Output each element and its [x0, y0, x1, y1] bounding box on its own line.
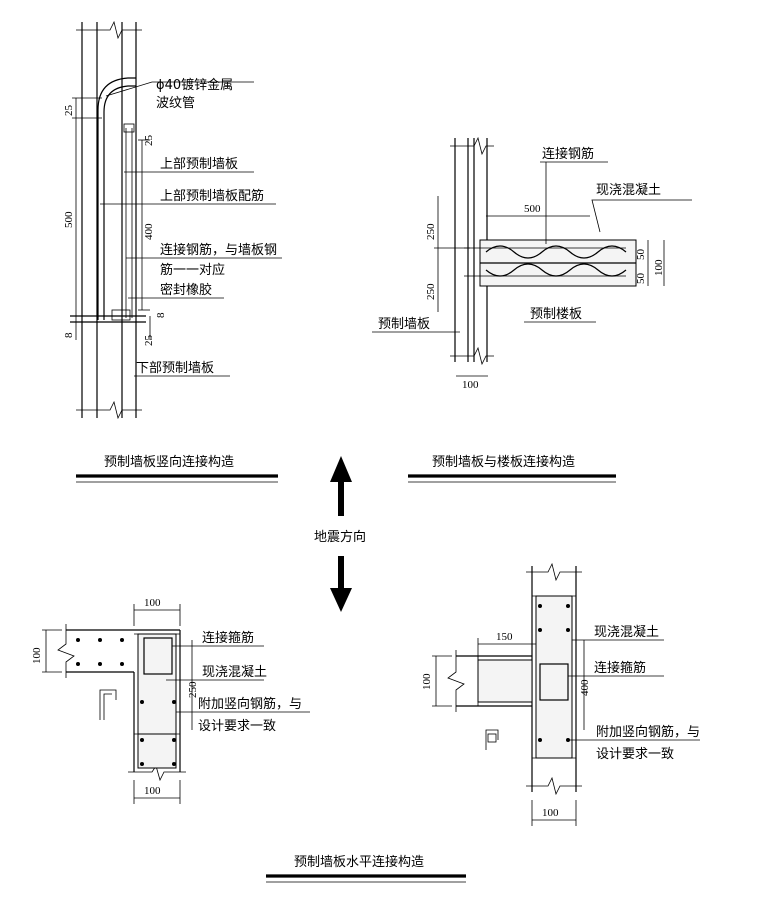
dim-8-b: 8 — [155, 312, 167, 318]
vertical-connection-detail — [70, 20, 282, 420]
left-extra-rebar-line1: 附加竖向钢筋，与 — [198, 696, 302, 712]
dim-25-a: 25 — [63, 105, 75, 117]
right-cast-concrete-label: 现浇混凝土 — [594, 624, 659, 640]
right-dim-100-bottom: 100 — [542, 807, 559, 819]
right-dim-400: 400 — [579, 679, 591, 696]
duct-label-line1: ϕ40镀锌金属 — [156, 77, 233, 93]
left-dim-100-left: 100 — [31, 647, 43, 664]
dim-8-a: 8 — [63, 332, 75, 338]
t-junction-connection-detail — [432, 562, 700, 826]
precast-wall-label: 预制墙板 — [378, 317, 430, 332]
dim-250-b: 250 — [425, 283, 437, 300]
vertical-connection-title: 预制墙板竖向连接构造 — [104, 454, 234, 470]
upper-panel-label: 上部预制墙板 — [160, 157, 238, 172]
dim-50-b: 50 — [635, 273, 647, 285]
dim-400: 400 — [143, 223, 155, 240]
dim-25-b: 25 — [143, 135, 155, 147]
seismic-arrow-icon — [330, 456, 352, 612]
right-extra-rebar-line2: 设计要求一致 — [596, 747, 674, 762]
dim-250-a: 250 — [425, 223, 437, 240]
cast-concrete-label: 现浇混凝土 — [596, 182, 661, 198]
right-stirrup-label: 连接箍筋 — [594, 660, 646, 676]
duct-label-line2: 波纹管 — [156, 96, 195, 111]
left-dim-100-top: 100 — [144, 597, 161, 609]
left-dim-100-bottom: 100 — [144, 785, 161, 797]
dim-25-c: 25 — [143, 335, 155, 347]
dim-500: 500 — [63, 211, 75, 228]
seismic-direction-label: 地震方向 — [314, 529, 366, 545]
conn-rebar-label-line1: 连接钢筋，与墙板钢 — [160, 242, 277, 258]
l-corner-connection-detail — [42, 604, 310, 804]
left-cast-concrete-label: 现浇混凝土 — [202, 664, 267, 680]
dim-500-slab: 500 — [524, 203, 541, 215]
right-extra-rebar-line1: 附加竖向钢筋，与 — [596, 724, 700, 740]
dim-100-wall: 100 — [462, 379, 479, 391]
upper-rebar-label: 上部预制墙板配筋 — [160, 188, 264, 204]
left-stirrup-label: 连接箍筋 — [202, 630, 254, 646]
dim-50-a: 50 — [635, 249, 647, 261]
wall-slab-connection-detail — [372, 136, 692, 377]
precast-slab-label: 预制楼板 — [530, 307, 582, 322]
dim-100-slab: 100 — [653, 259, 665, 276]
lower-panel-label: 下部预制墙板 — [136, 361, 214, 376]
right-dim-150: 150 — [496, 631, 513, 643]
right-dim-100-left: 100 — [421, 673, 433, 690]
horizontal-connection-title: 预制墙板水平连接构造 — [294, 854, 424, 870]
seal-label: 密封橡胶 — [160, 282, 212, 298]
conn-rebar-label-line2: 筋一一对应 — [160, 262, 225, 278]
conn-rebar-label: 连接钢筋 — [542, 146, 594, 162]
wall-slab-connection-title: 预制墙板与楼板连接构造 — [432, 454, 575, 470]
left-dim-250: 250 — [187, 681, 199, 698]
left-extra-rebar-line2: 设计要求一致 — [198, 719, 276, 734]
